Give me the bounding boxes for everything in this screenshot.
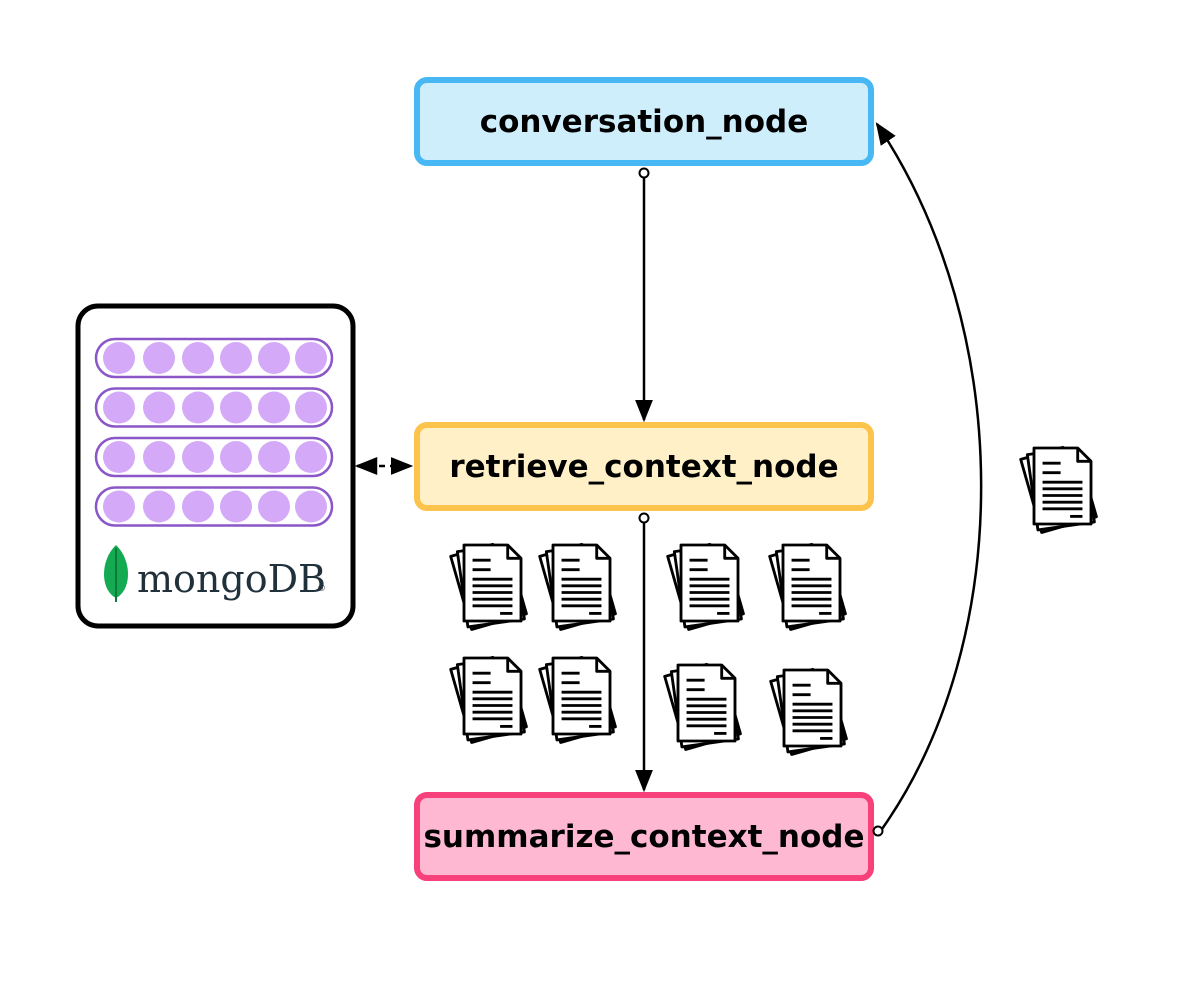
vector-dot: [103, 490, 135, 523]
retrieved-documents: [451, 541, 847, 755]
document-stack-icon: [451, 541, 527, 630]
document-stack-icon: [451, 654, 527, 743]
document-stack-icon: [771, 666, 847, 755]
vector-store: mongoDB ®: [75, 303, 356, 629]
summarize-context-node-box: [414, 792, 874, 881]
edge-start-port: [638, 512, 650, 524]
vector-dot: [295, 342, 327, 374]
edge-conversation-to-retrieve: [635, 167, 653, 423]
vector-row: [94, 387, 334, 428]
edge-summarize-to-conversation: [872, 122, 983, 837]
retrieve-context-node[interactable]: retrieve_context_node: [414, 422, 874, 511]
vector-dot: [143, 342, 175, 374]
document-stack-icon: [770, 541, 846, 630]
edge-start-port: [638, 167, 650, 179]
retrieve-context-node-box: [414, 422, 874, 511]
summary-document-stack-icon: [1021, 444, 1097, 533]
document-stack-icon: [665, 661, 741, 750]
vector-dot: [258, 441, 290, 473]
vector-dot: [182, 490, 214, 523]
edge-start-port: [872, 825, 884, 837]
mongodb-registered-mark: ®: [317, 584, 326, 594]
retrieve-context-node-label: retrieve_context_node: [449, 449, 838, 485]
document-stack-icon: [668, 541, 744, 630]
mongodb-logo-text: mongoDB: [137, 557, 326, 601]
vector-dot: [220, 342, 252, 374]
vector-dot: [295, 490, 327, 523]
vector-row: [94, 337, 334, 379]
vector-dot: [258, 342, 290, 374]
conversation-node-label: conversation_node: [480, 104, 809, 140]
vector-dot: [143, 490, 175, 523]
conversation-node-box: [414, 77, 874, 166]
summarize-context-node-label: summarize_context_node: [423, 819, 864, 855]
vector-dot: [103, 342, 135, 374]
vector-dot: [103, 441, 135, 473]
vector-dot: [103, 391, 135, 424]
vector-dot: [182, 342, 214, 374]
vector-dot: [220, 441, 252, 473]
document-stack-icon: [540, 654, 616, 743]
conversation-node[interactable]: conversation_node: [414, 77, 874, 166]
vector-rows: [94, 337, 334, 527]
vector-dot: [258, 391, 290, 424]
vector-dot: [182, 391, 214, 424]
summarize-context-node[interactable]: summarize_context_node: [414, 792, 874, 881]
vector-dot: [143, 391, 175, 424]
mongodb-leaf-icon: [104, 545, 128, 602]
vector-dot: [220, 391, 252, 424]
vector-dot: [258, 490, 290, 523]
vector-row: [94, 436, 334, 478]
vector-dot: [295, 441, 327, 473]
edge-retrieve-to-summarize: [635, 512, 653, 793]
vector-dot: [143, 441, 175, 473]
vector-dot: [220, 490, 252, 523]
document-stack-icon: [540, 541, 616, 630]
vector-dot: [295, 391, 327, 424]
vector-dot: [182, 441, 214, 473]
vector-row: [94, 486, 334, 527]
